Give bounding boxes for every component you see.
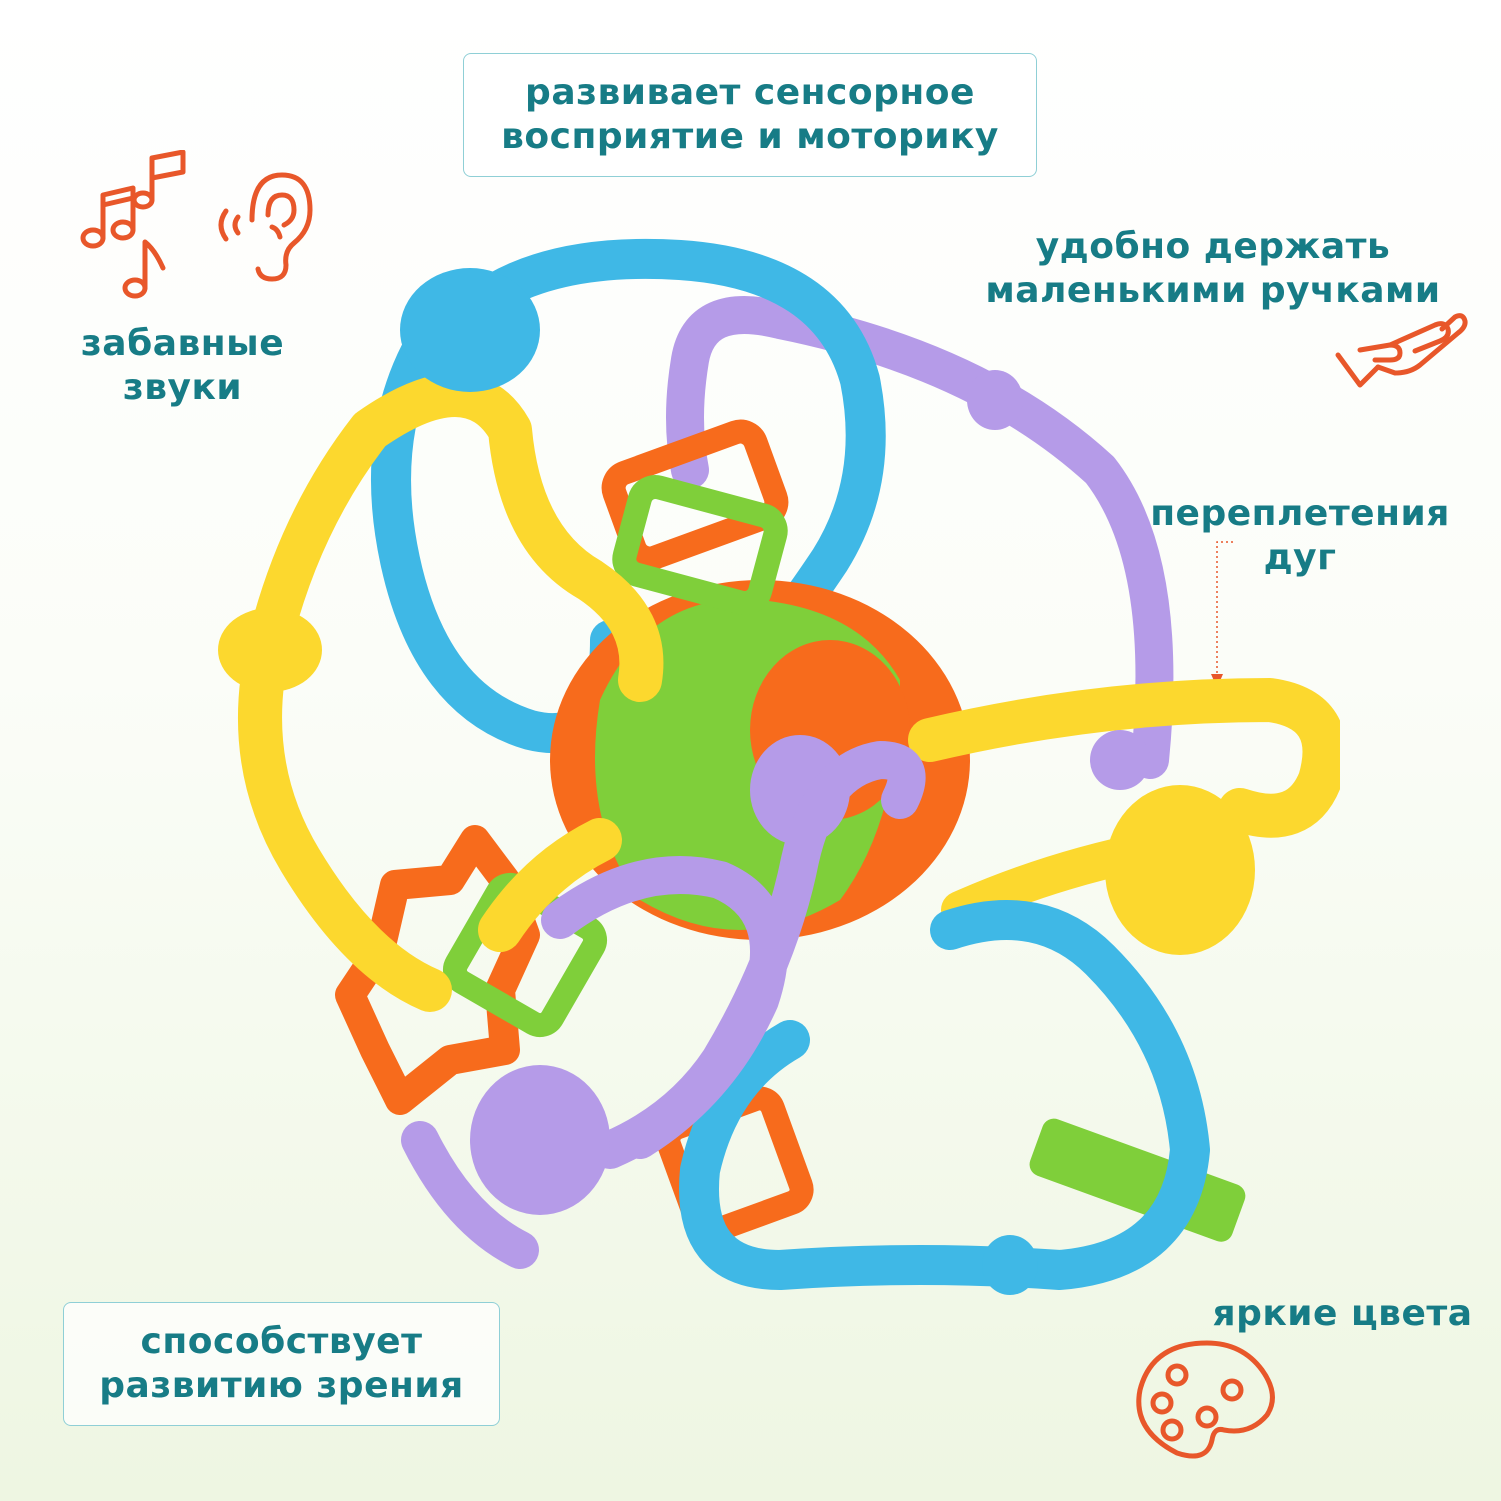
yellow-arc-right — [478, 678, 1340, 952]
grip-caption-line-2: маленькими ручками — [985, 270, 1441, 311]
music-notes-icon — [80, 150, 186, 299]
green-link-top — [612, 475, 788, 615]
vision-caption-line-1: способствует — [140, 1321, 423, 1362]
yellow-arc-left — [238, 373, 664, 1012]
blue-arc-top — [430, 238, 886, 660]
colors-caption: яркие цвета — [1195, 1292, 1490, 1336]
grip-caption: удобно держать маленькими ручками — [968, 225, 1458, 313]
toy-ball-illustration — [218, 238, 1340, 1295]
colors-caption-line-1: яркие цвета — [1212, 1293, 1473, 1334]
sounds-caption-line-2: звуки — [122, 367, 243, 408]
sounds-caption-line-1: забавные — [80, 323, 285, 364]
purple-arc-back — [666, 296, 1174, 779]
sensory-caption-line-1: развивает сенсорное — [525, 72, 975, 113]
blue-bead-bottom — [982, 1235, 1038, 1295]
arcs-caption: переплетения дуг — [1140, 492, 1460, 580]
ear-sound-icon — [218, 172, 313, 282]
purple-arc-front — [541, 741, 926, 1169]
yellow-bead-right — [1105, 785, 1255, 955]
blue-arc-bottom — [679, 900, 1210, 1290]
sounds-caption: забавные звуки — [70, 322, 295, 410]
sensory-caption-box: развивает сенсорное восприятие и моторик… — [463, 53, 1037, 177]
purple-bead-back — [1090, 730, 1150, 790]
purple-arc-lower — [401, 1121, 539, 1269]
palette-icon — [1136, 1340, 1275, 1459]
vision-caption-line-2: развитию зрения — [99, 1365, 464, 1406]
open-hand-icon — [1335, 313, 1468, 388]
arcs-caption-line-1: переплетения — [1150, 493, 1450, 534]
yellow-bead-left — [218, 608, 322, 692]
sensory-caption: развивает сенсорное восприятие и моторик… — [501, 71, 999, 159]
sensory-caption-line-2: восприятие и моторику — [501, 116, 999, 157]
orange-star-link — [335, 825, 540, 1115]
grip-caption-line-1: удобно держать — [1035, 226, 1391, 267]
purple-bead-top — [967, 370, 1023, 430]
arcs-caption-line-2: дуг — [1263, 537, 1337, 578]
purple-bead-front — [470, 1065, 610, 1215]
vision-caption-box: способствует развитию зрения — [63, 1302, 500, 1426]
blue-bead-top — [400, 268, 540, 392]
vision-caption: способствует развитию зрения — [99, 1320, 463, 1408]
